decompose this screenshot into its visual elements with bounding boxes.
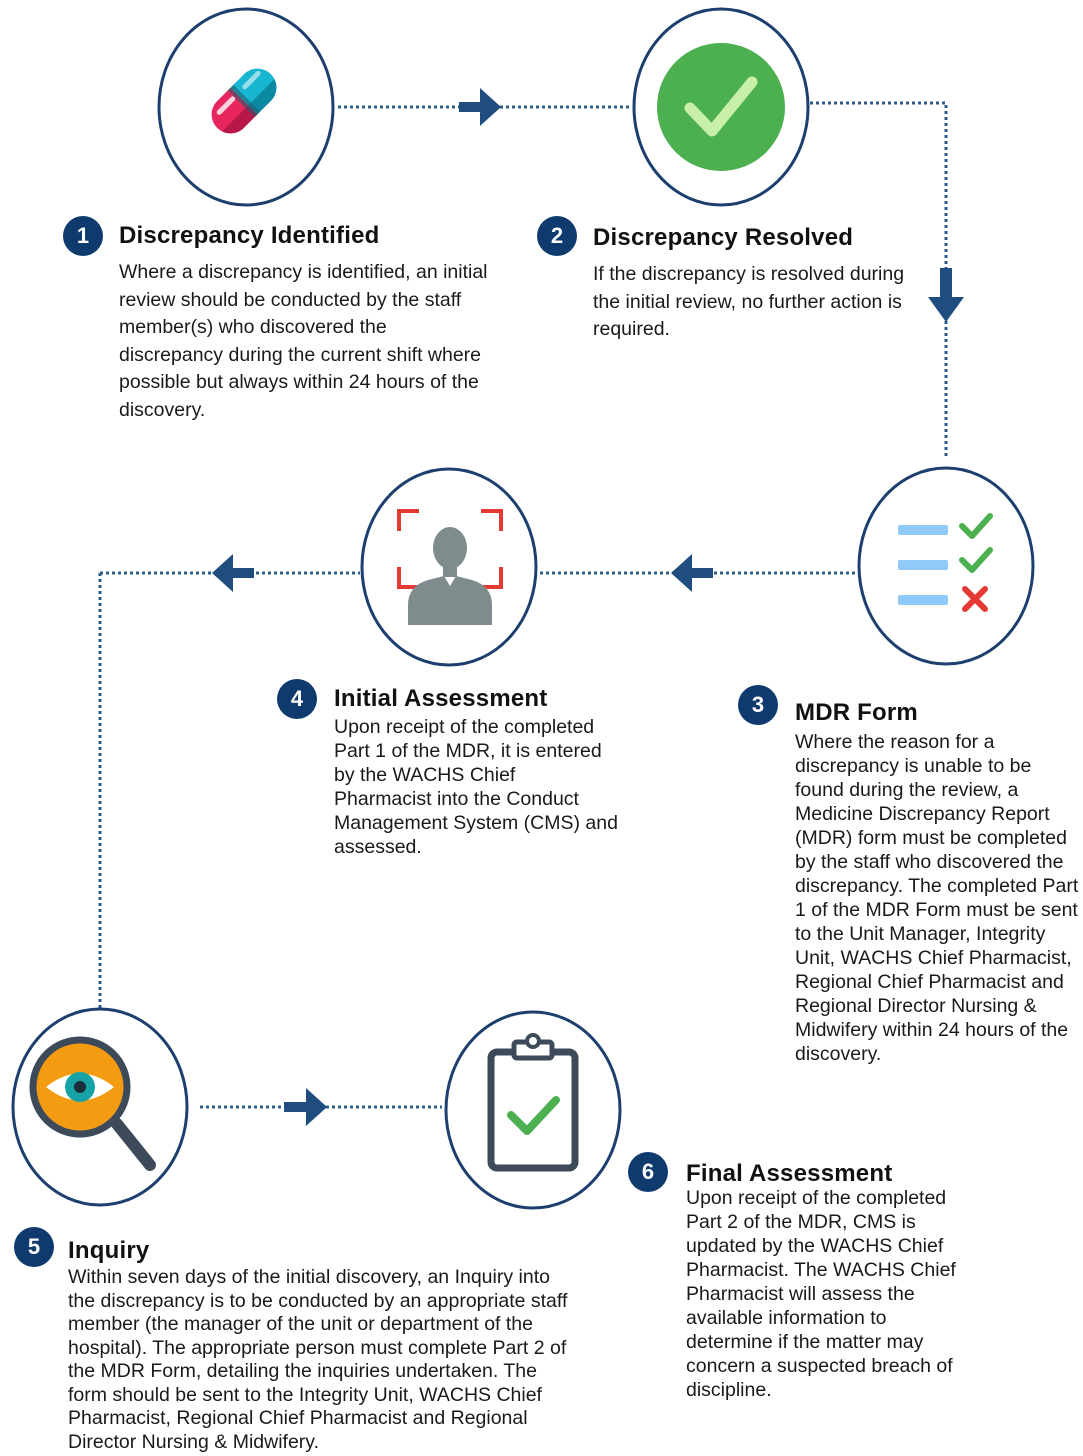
step-title-discrepancy-identified: Discrepancy Identified	[119, 222, 380, 249]
step-number-1: 1	[63, 216, 103, 256]
step-description-2: If the discrepancy is resolved during th…	[593, 263, 905, 340]
checkmark-circle-icon	[657, 43, 785, 171]
capsule-icon	[203, 60, 285, 142]
clipboard-check-icon	[487, 1033, 579, 1172]
arrow-left-icon	[671, 554, 713, 592]
person-scan-icon	[397, 509, 503, 625]
step-number-2: 2	[537, 216, 577, 256]
step-description-1: Where a discrepancy is identified, an in…	[119, 261, 488, 421]
step-title-inquiry: Inquiry	[68, 1237, 150, 1264]
step-title-initial-assessment: Initial Assessment	[334, 685, 548, 712]
checklist-icon	[898, 513, 993, 612]
arrow-down-icon	[928, 268, 964, 322]
step-number-3: 3	[738, 685, 778, 725]
step-number-4: 4	[277, 679, 317, 719]
step-description-4: Upon receipt of the completed Part 1 of …	[334, 716, 618, 858]
arrow-right-icon	[459, 88, 501, 126]
flow-arrows	[212, 88, 964, 1126]
arrow-right-icon	[284, 1088, 327, 1126]
step-title-final-assessment: Final Assessment	[686, 1160, 893, 1187]
step-description-5: Within seven days of the initial discove…	[68, 1266, 568, 1453]
magnifier-eye-icon	[29, 1036, 156, 1171]
arrow-left-icon	[212, 554, 254, 592]
step-number-6: 6	[628, 1152, 668, 1192]
step-description-3: Where the reason for a discrepancy is un…	[795, 731, 1079, 1065]
step-description-6: Upon receipt of the completed Part 2 of …	[686, 1187, 956, 1401]
step-title-mdr-form: MDR Form	[795, 699, 918, 726]
step-title-discrepancy-resolved: Discrepancy Resolved	[593, 224, 854, 251]
step-number-5: 5	[14, 1227, 54, 1267]
